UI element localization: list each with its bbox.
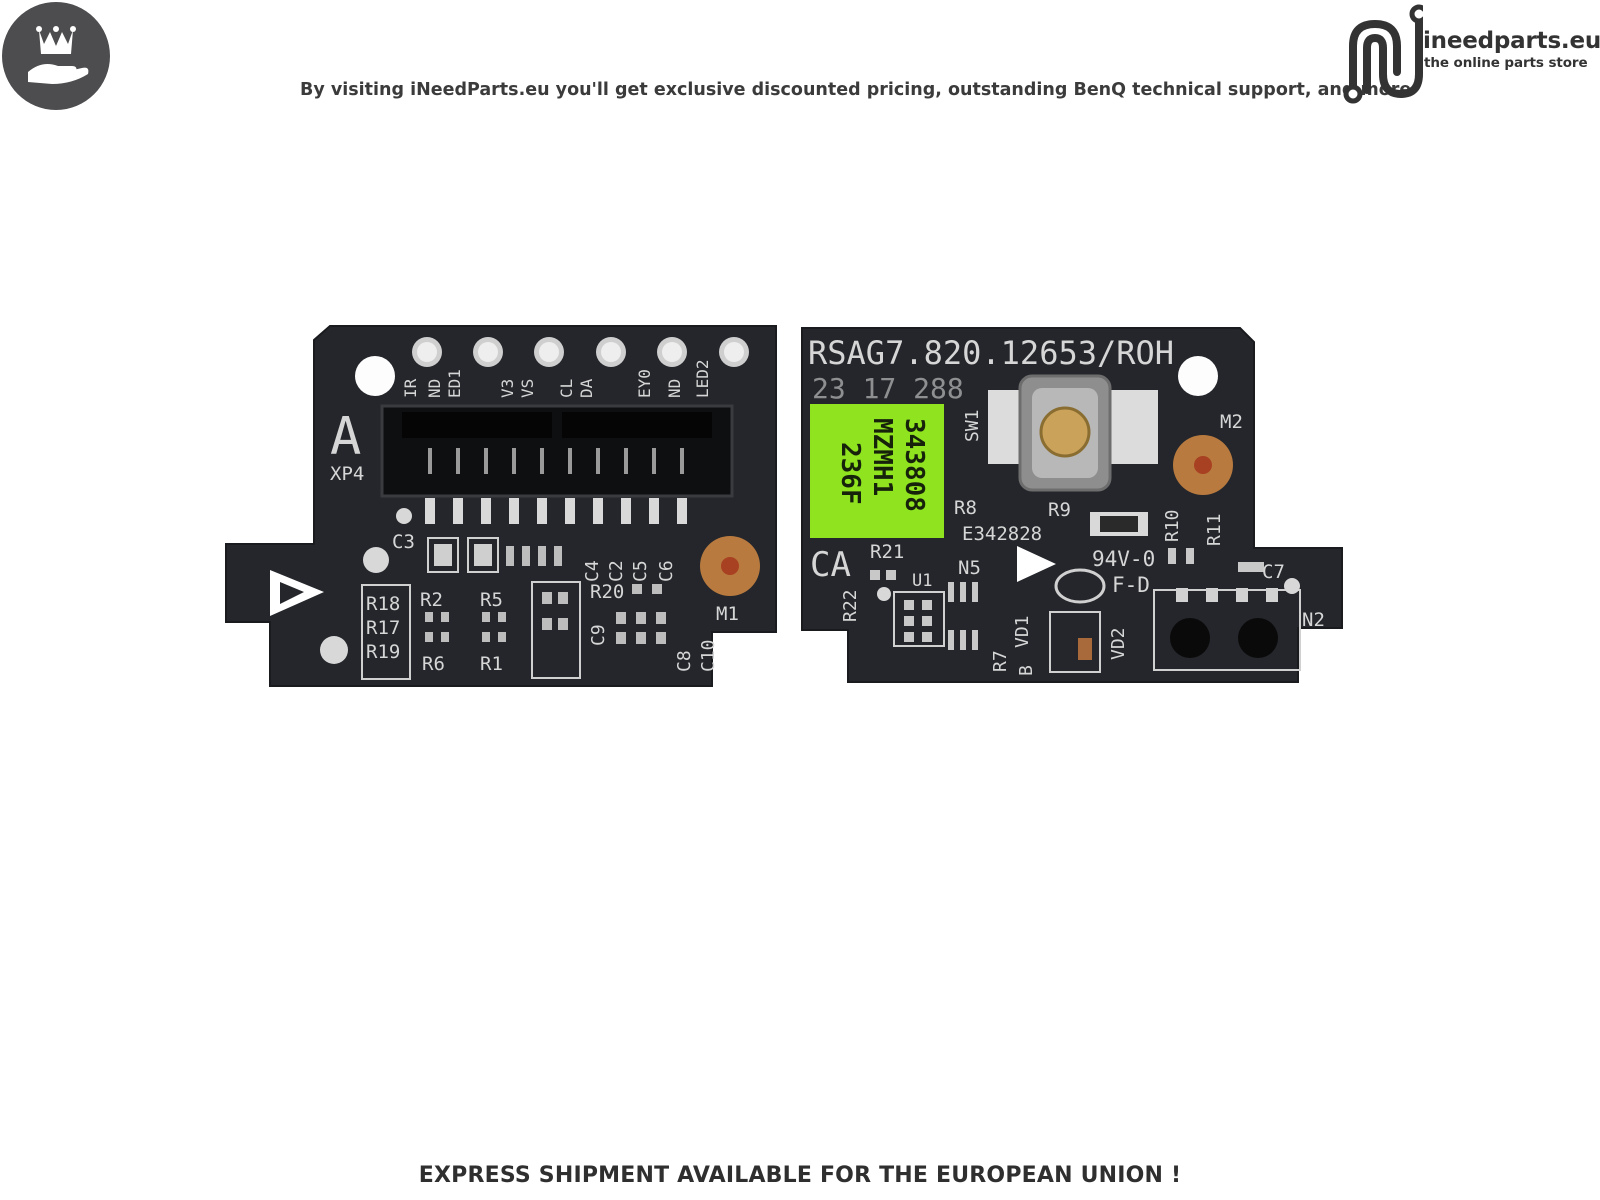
sticker-line: 236F [835, 442, 865, 505]
board-label: R22 [840, 589, 861, 622]
board-label: R19 [366, 641, 400, 663]
board-label: IR [401, 378, 420, 398]
circuit-n-icon [1343, 4, 1423, 104]
right-board: RSAG7.820.12653/ROH 23 17 288 343808 MZM… [801, 327, 1343, 683]
board-label: EY0 [635, 369, 654, 398]
board-label: R9 [1048, 499, 1071, 521]
board-label: R21 [870, 541, 904, 563]
board-label: F-D [1112, 573, 1150, 597]
board-label: N2 [1302, 609, 1325, 631]
board-label: DA [577, 378, 596, 398]
board-label: 94V-0 [1092, 547, 1155, 571]
board-label: C10 [698, 639, 719, 672]
board-label: C3 [392, 531, 415, 553]
board-label: C8 [674, 650, 695, 672]
tactile-switch [988, 374, 1158, 492]
board-label: VD2 [1108, 627, 1129, 660]
board-label: ND [665, 379, 684, 398]
board-label: B [1016, 665, 1037, 676]
sticker-line: 343808 [899, 418, 929, 512]
board-label: R17 [366, 617, 400, 639]
board-label: C5 [630, 560, 651, 582]
logo-subtitle: the online parts store [1424, 55, 1588, 71]
board-label: R5 [480, 589, 503, 611]
board-label: U1 [912, 571, 932, 591]
board-label: R8 [954, 497, 977, 519]
board-label: R2 [420, 589, 443, 611]
board-label: M2 [1220, 411, 1243, 433]
shipping-notice: EXPRESS SHIPMENT AVAILABLE FOR THE EUROP… [418, 1163, 1182, 1188]
sticker-line: MZMH1 [867, 418, 897, 496]
board-label: C7 [1262, 561, 1285, 583]
left-board: IR ND ED1 V3 VS CL DA EY0 ND LED2 A XP4 … [225, 325, 777, 687]
green-sticker [810, 404, 944, 538]
part-number: RSAG7.820.12653/ROH [808, 334, 1174, 372]
logo-name: ineedparts.eu [1423, 28, 1600, 54]
product-photo: IR ND ED1 V3 VS CL DA EY0 ND LED2 A XP4 … [225, 325, 1343, 687]
board-label: E342828 [962, 523, 1042, 545]
board-label: C2 [606, 560, 627, 582]
board-label: R7 [990, 650, 1011, 672]
header-tagline: By visiting iNeedParts.eu you'll get exc… [300, 80, 1412, 100]
board-label: CL [557, 379, 576, 398]
board-label: LED2 [693, 359, 712, 398]
board-label: V3 [498, 379, 517, 398]
board-label: R20 [590, 581, 624, 603]
board-label: C9 [588, 624, 609, 646]
board-label: R11 [1204, 513, 1225, 546]
board-label: ND [425, 379, 444, 398]
board-label: R6 [422, 653, 445, 675]
board-label: C4 [582, 560, 603, 582]
board-label: M1 [716, 603, 739, 625]
board-label: VD1 [1012, 615, 1033, 648]
crown-hand-badge [2, 2, 110, 110]
board-label: XP4 [330, 463, 364, 485]
board-label: SW1 [962, 409, 983, 442]
board-label: C6 [656, 560, 677, 582]
board-label: R18 [366, 593, 400, 615]
site-logo[interactable]: ineedparts.eu the online parts store [1343, 2, 1600, 106]
board-label: R1 [480, 653, 503, 675]
board-label: CA [810, 545, 851, 585]
board-label: N5 [958, 557, 981, 579]
board-label: R10 [1162, 509, 1183, 542]
date-code: 23 17 288 [812, 372, 964, 405]
board-label: VS [518, 379, 537, 398]
crown-hand-icon [28, 26, 89, 84]
board-label: ED1 [445, 369, 464, 398]
board-label: A [330, 407, 361, 467]
